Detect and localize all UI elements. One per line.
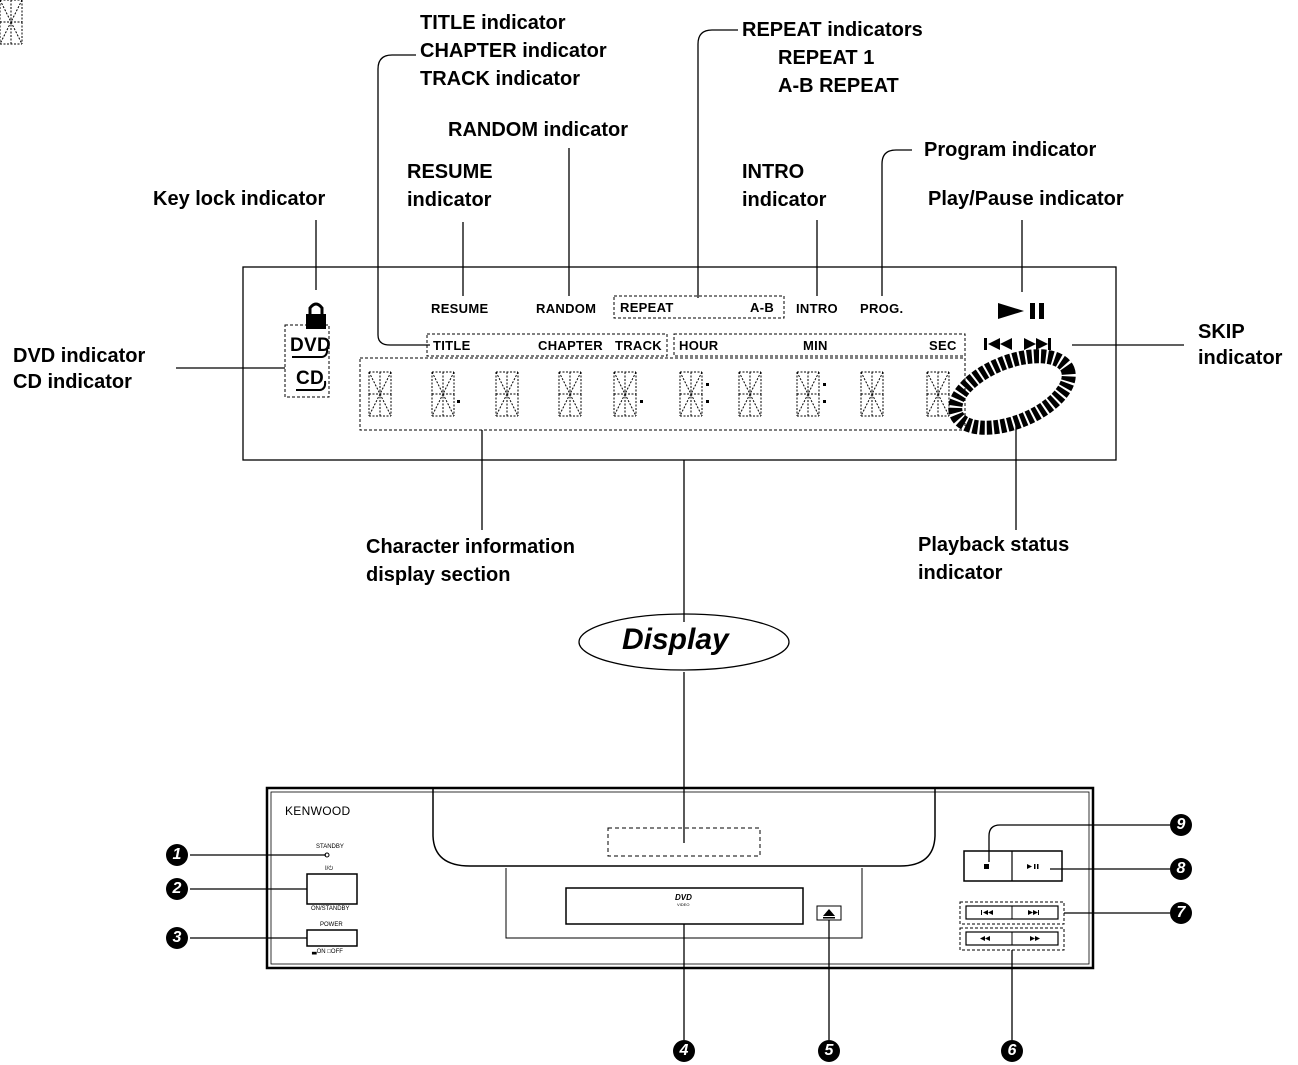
dvd-video-sub: VIDEO <box>677 902 690 907</box>
program-leader <box>881 149 912 296</box>
panel-intro: INTRO <box>796 301 838 316</box>
panel-track: TRACK <box>615 338 662 353</box>
display-oval <box>578 613 790 671</box>
panel-prog: PROG. <box>860 301 904 316</box>
callout-9: 9 <box>1170 814 1192 836</box>
panel-chapter: CHAPTER <box>538 338 603 353</box>
standby-label: STANDBY <box>316 844 344 850</box>
on-off-label: ▃ON □OFF <box>312 949 343 955</box>
callout-6: 6 <box>1001 1040 1023 1062</box>
ab-repeat-label: A-B REPEAT <box>778 75 899 97</box>
panel-dvd: DVD <box>290 335 332 356</box>
brand-logo: KENWOOD <box>285 804 351 818</box>
panel-resume: RESUME <box>431 301 489 316</box>
dvd-video-logo: DVD <box>675 893 692 902</box>
panel-min: MIN <box>803 338 828 353</box>
device-glyphs <box>823 864 1040 941</box>
title-leader <box>377 54 430 346</box>
callout-2: 2 <box>166 878 188 900</box>
display-panel-frame <box>242 266 1117 461</box>
segment-digits <box>0 0 950 417</box>
on-standby-symbol: I/⏻ <box>325 866 334 872</box>
panel-repeat: REPEAT <box>620 300 674 315</box>
panel-hour: HOUR <box>679 338 719 353</box>
callout-7: 7 <box>1170 902 1192 924</box>
callout-3: 3 <box>166 927 188 949</box>
play-pause-icon <box>998 303 1044 319</box>
skip-icon <box>984 338 1051 350</box>
intro-indicator-label-2: indicator <box>742 189 827 211</box>
panel-ab: A-B <box>750 300 775 315</box>
track-indicator-label: TRACK indicator <box>420 68 580 90</box>
program-indicator-label: Program indicator <box>924 139 1097 161</box>
resume-indicator-label-2: indicator <box>407 189 492 211</box>
power-label: POWER <box>320 922 343 928</box>
char-info-label-2: display section <box>366 564 511 586</box>
intro-indicator-label: INTRO <box>742 161 805 183</box>
char-info-label: Character information <box>366 536 575 558</box>
callout-8: 8 <box>1170 858 1192 880</box>
resume-indicator-label: RESUME <box>407 161 493 183</box>
skip-indicator-label: SKIP <box>1198 321 1245 343</box>
random-indicator-label: RANDOM indicator <box>448 119 628 141</box>
panel-cd: CD <box>296 368 325 389</box>
skip-indicator-label-2: indicator <box>1198 347 1283 369</box>
digit-dots <box>457 383 826 403</box>
play-pause-indicator-label: Play/Pause indicator <box>928 188 1124 210</box>
playback-status-label: Playback status <box>918 534 1070 556</box>
lock-icon <box>306 302 326 329</box>
device-body <box>265 786 1095 970</box>
callout-4: 4 <box>673 1040 695 1062</box>
on-standby-label: ON/STANDBY <box>311 906 350 912</box>
display-title: Display <box>622 623 729 656</box>
playback-disc-icon <box>948 349 1076 435</box>
cd-indicator-label: CD indicator <box>13 371 132 393</box>
repeat-1-label: REPEAT 1 <box>778 47 875 69</box>
title-indicator-label: TITLE indicator <box>420 12 566 34</box>
callout-1: 1 <box>166 844 188 866</box>
panel-title: TITLE <box>433 338 471 353</box>
dvd-indicator-label: DVD indicator <box>13 345 146 367</box>
callout-5: 5 <box>818 1040 840 1062</box>
callout-leaders <box>190 824 1170 1040</box>
repeat-leader <box>697 29 738 298</box>
panel-random: RANDOM <box>536 301 597 316</box>
panel-sec: SEC <box>929 338 957 353</box>
chapter-indicator-label: CHAPTER indicator <box>420 40 607 62</box>
repeat-indicators-label: REPEAT indicators <box>742 19 923 41</box>
key-lock-indicator-label: Key lock indicator <box>153 188 326 210</box>
playback-status-label-2: indicator <box>918 562 1003 584</box>
